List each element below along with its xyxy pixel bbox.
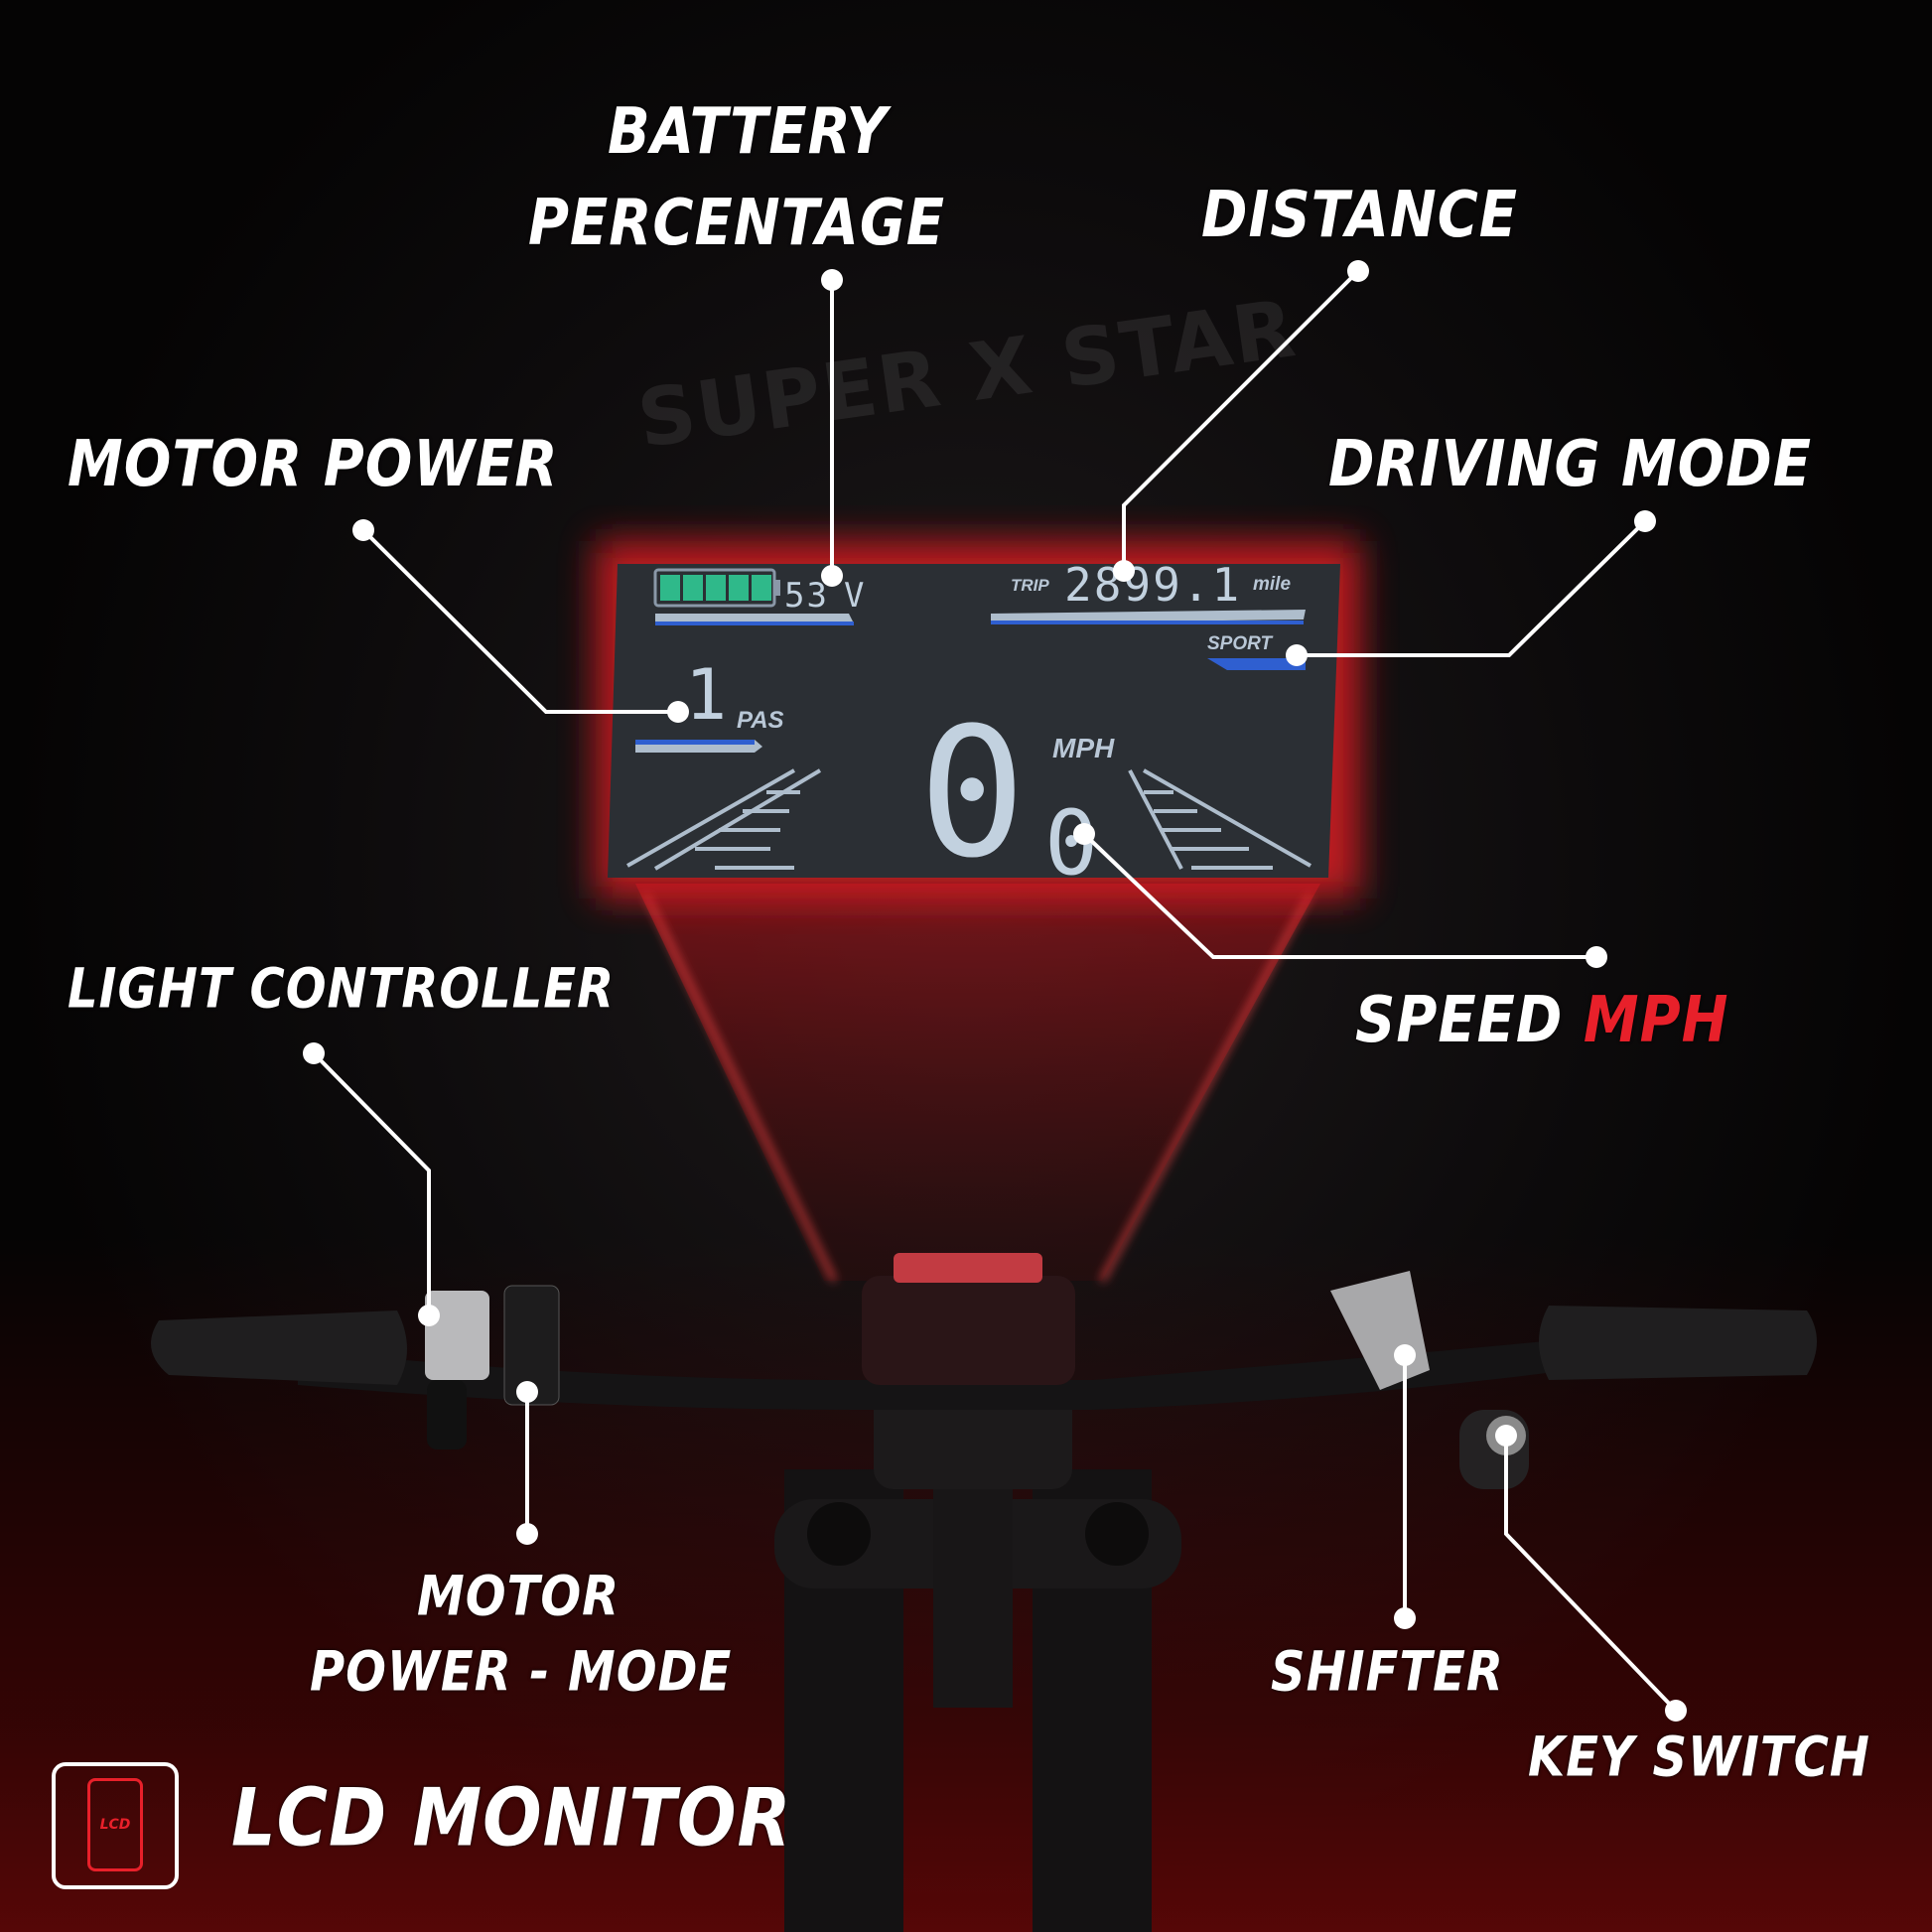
- lcd-phone-icon: LCD: [52, 1762, 179, 1889]
- trip-unit: mile: [1253, 574, 1292, 595]
- label-speed-unit: MPH: [1583, 983, 1729, 1057]
- battery-bar: [683, 575, 703, 601]
- speed-integer: 0: [918, 690, 1029, 897]
- label-shifter: SHIFTER: [1271, 1639, 1504, 1705]
- label-speed: SPEED MPH: [1355, 983, 1729, 1057]
- label-motor-power-mode-line2: POWER - MODE: [310, 1639, 733, 1705]
- battery-bar: [729, 575, 749, 601]
- trip-value: 2899.1: [1064, 558, 1242, 612]
- voltage-unit: V: [844, 576, 867, 616]
- label-key-switch: KEY SWITCH: [1528, 1725, 1870, 1790]
- label-driving-mode: DRIVING MODE: [1328, 427, 1813, 501]
- driving-mode-value: SPORT: [1207, 633, 1273, 654]
- trip-label: TRIP: [1011, 576, 1049, 595]
- label-light-controller: LIGHT CONTROLLER: [68, 956, 616, 1022]
- lcd-icon-text: LCD: [87, 1778, 143, 1871]
- label-speed-text: SPEED: [1355, 983, 1564, 1057]
- battery-bar: [660, 575, 680, 601]
- pas-level: 1: [685, 654, 730, 736]
- label-motor-power: MOTOR POWER: [68, 427, 559, 501]
- footer-title: LCD MONITOR: [231, 1770, 792, 1865]
- battery-bar: [706, 575, 726, 601]
- label-battery-line1: BATTERY: [608, 94, 889, 169]
- label-motor-power-mode-line1: MOTOR: [417, 1564, 621, 1629]
- battery-bar: [752, 575, 771, 601]
- projection-beam: [635, 884, 1320, 1281]
- label-distance: DISTANCE: [1201, 178, 1519, 252]
- pas-label: PAS: [737, 707, 784, 734]
- voltage-value: 53: [784, 576, 829, 616]
- speed-unit-lcd: MPH: [1052, 733, 1115, 763]
- label-battery-line2: PERCENTAGE: [528, 186, 946, 260]
